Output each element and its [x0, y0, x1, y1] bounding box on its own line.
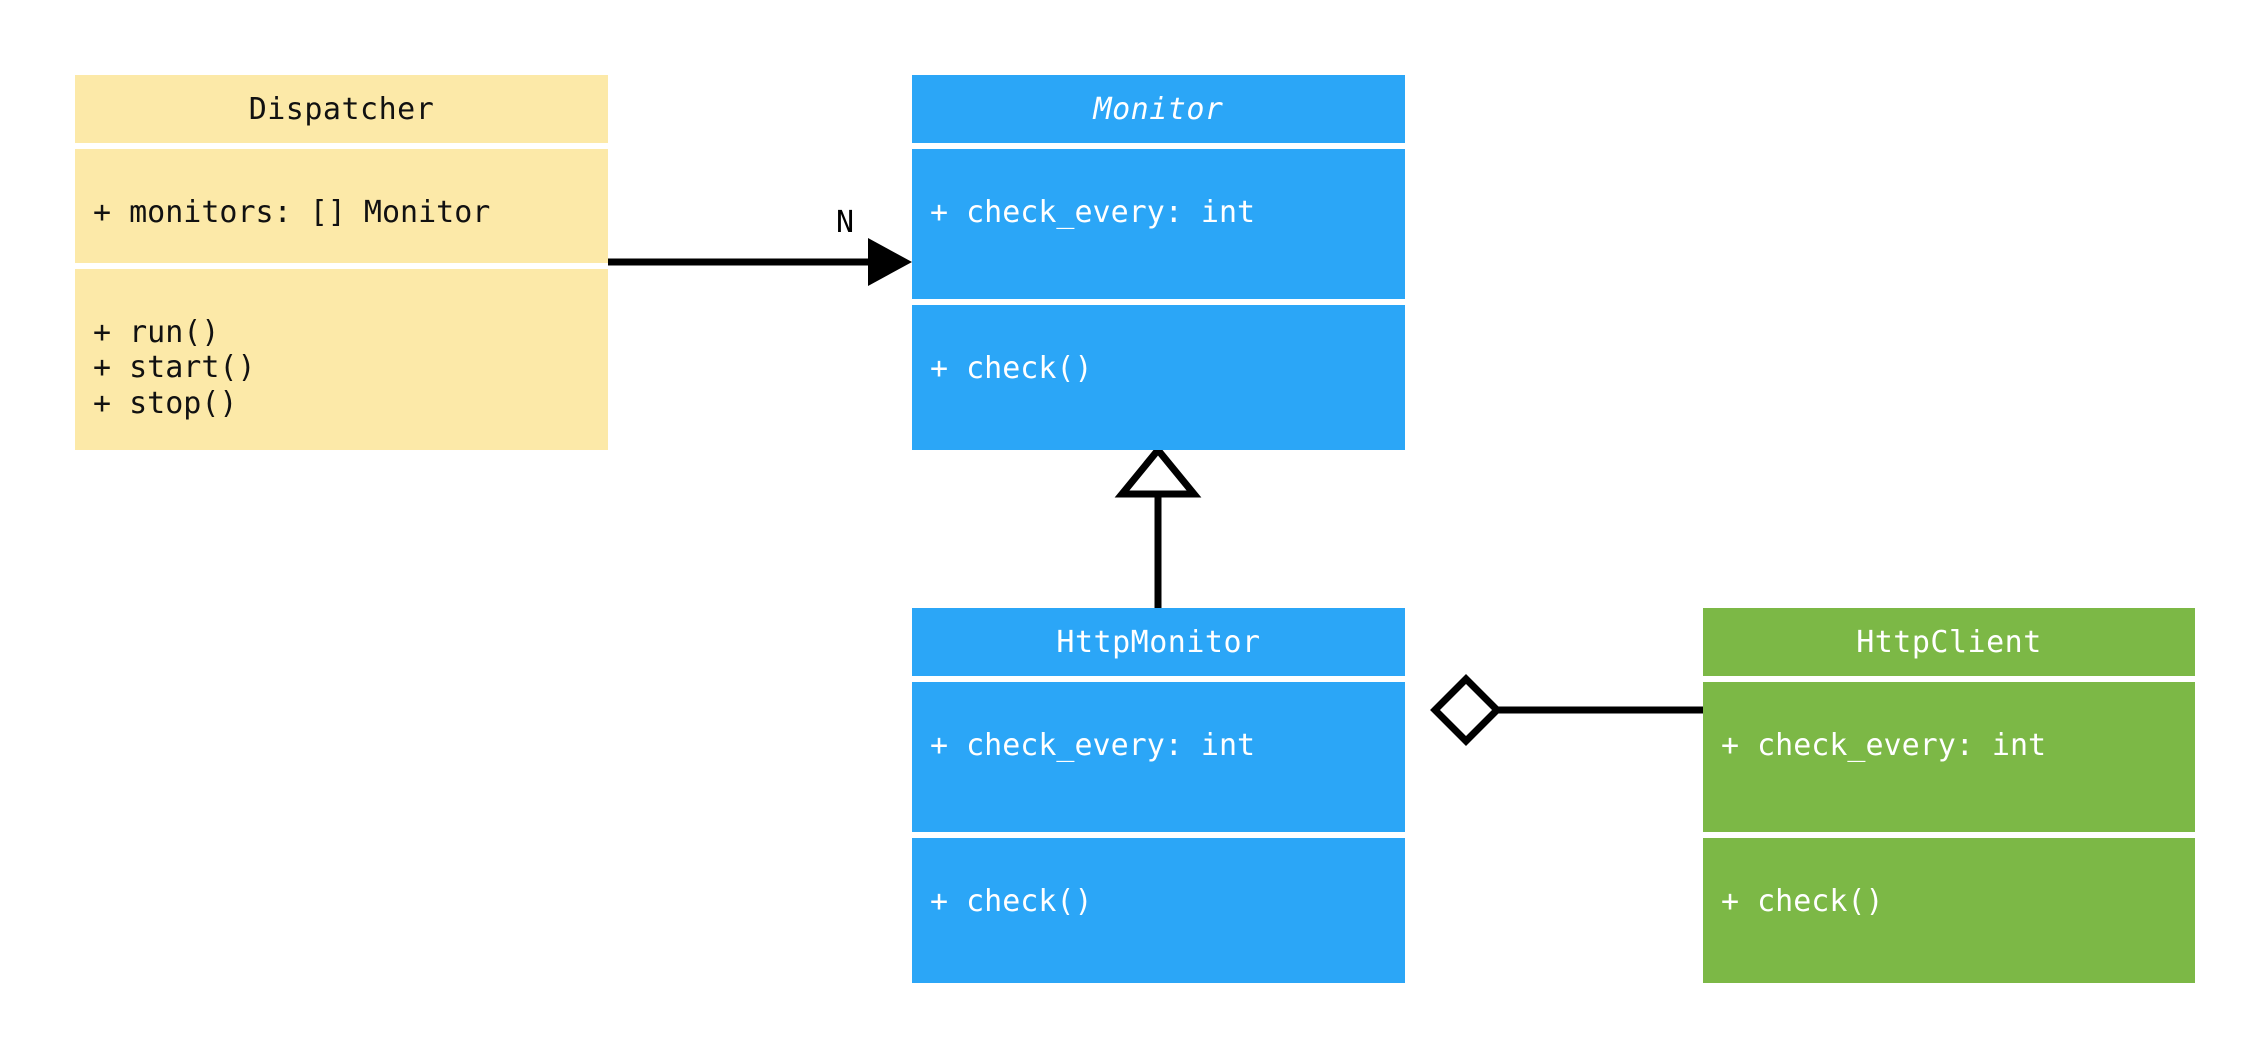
class-title-compartment: HttpClient	[1703, 608, 2195, 676]
class-methods-compartment: + check()	[912, 838, 1405, 983]
hollow-diamond-arrowhead	[1430, 674, 1502, 746]
class-attributes-compartment: + check_every: int	[912, 682, 1405, 832]
class-name-monitor: Monitor	[1093, 91, 1224, 127]
attribute-row: + monitors: [] Monitor	[93, 195, 491, 230]
edge-httpmonitor-to-httpclient	[1430, 674, 1703, 746]
class-box-httpclient[interactable]: HttpClient + check_every: int + check()	[1703, 608, 2195, 983]
hollow-triangle-arrowhead	[1114, 444, 1202, 498]
attribute-row: + check_every: int	[1721, 728, 2047, 763]
method-row: + check()	[1721, 884, 1884, 919]
method-row: + check()	[930, 884, 1093, 919]
method-row: + run()	[93, 315, 220, 350]
filled-triangle-arrowhead	[868, 238, 912, 286]
class-box-dispatcher[interactable]: Dispatcher + monitors: [] Monitor + run(…	[75, 75, 608, 450]
class-title-compartment: HttpMonitor	[912, 608, 1405, 676]
class-methods-compartment: + check()	[1703, 838, 2195, 983]
class-title-compartment: Dispatcher	[75, 75, 608, 143]
class-attributes-compartment: + monitors: [] Monitor	[75, 149, 608, 263]
class-attributes-compartment: + check_every: int	[1703, 682, 2195, 832]
class-box-httpmonitor[interactable]: HttpMonitor + check_every: int + check()	[912, 608, 1405, 983]
class-methods-compartment: + run() + start() + stop()	[75, 269, 608, 450]
edge-dispatcher-to-monitor	[608, 238, 912, 286]
edge-httpmonitor-to-monitor	[1114, 444, 1202, 608]
class-methods-compartment: + check()	[912, 305, 1405, 450]
method-row: + check()	[930, 351, 1093, 386]
class-name-httpmonitor: HttpMonitor	[1056, 624, 1261, 660]
attribute-row: + check_every: int	[930, 195, 1256, 230]
class-name-dispatcher: Dispatcher	[248, 91, 435, 127]
class-box-monitor[interactable]: Monitor + check_every: int + check()	[912, 75, 1405, 450]
class-title-compartment: Monitor	[912, 75, 1405, 143]
method-row: + start()	[93, 350, 256, 386]
edge-label-multiplicity-n: N	[836, 205, 855, 240]
method-row: + stop()	[93, 385, 238, 421]
class-name-httpclient: HttpClient	[1856, 624, 2042, 660]
class-attributes-compartment: + check_every: int	[912, 149, 1405, 299]
attribute-row: + check_every: int	[930, 728, 1256, 763]
